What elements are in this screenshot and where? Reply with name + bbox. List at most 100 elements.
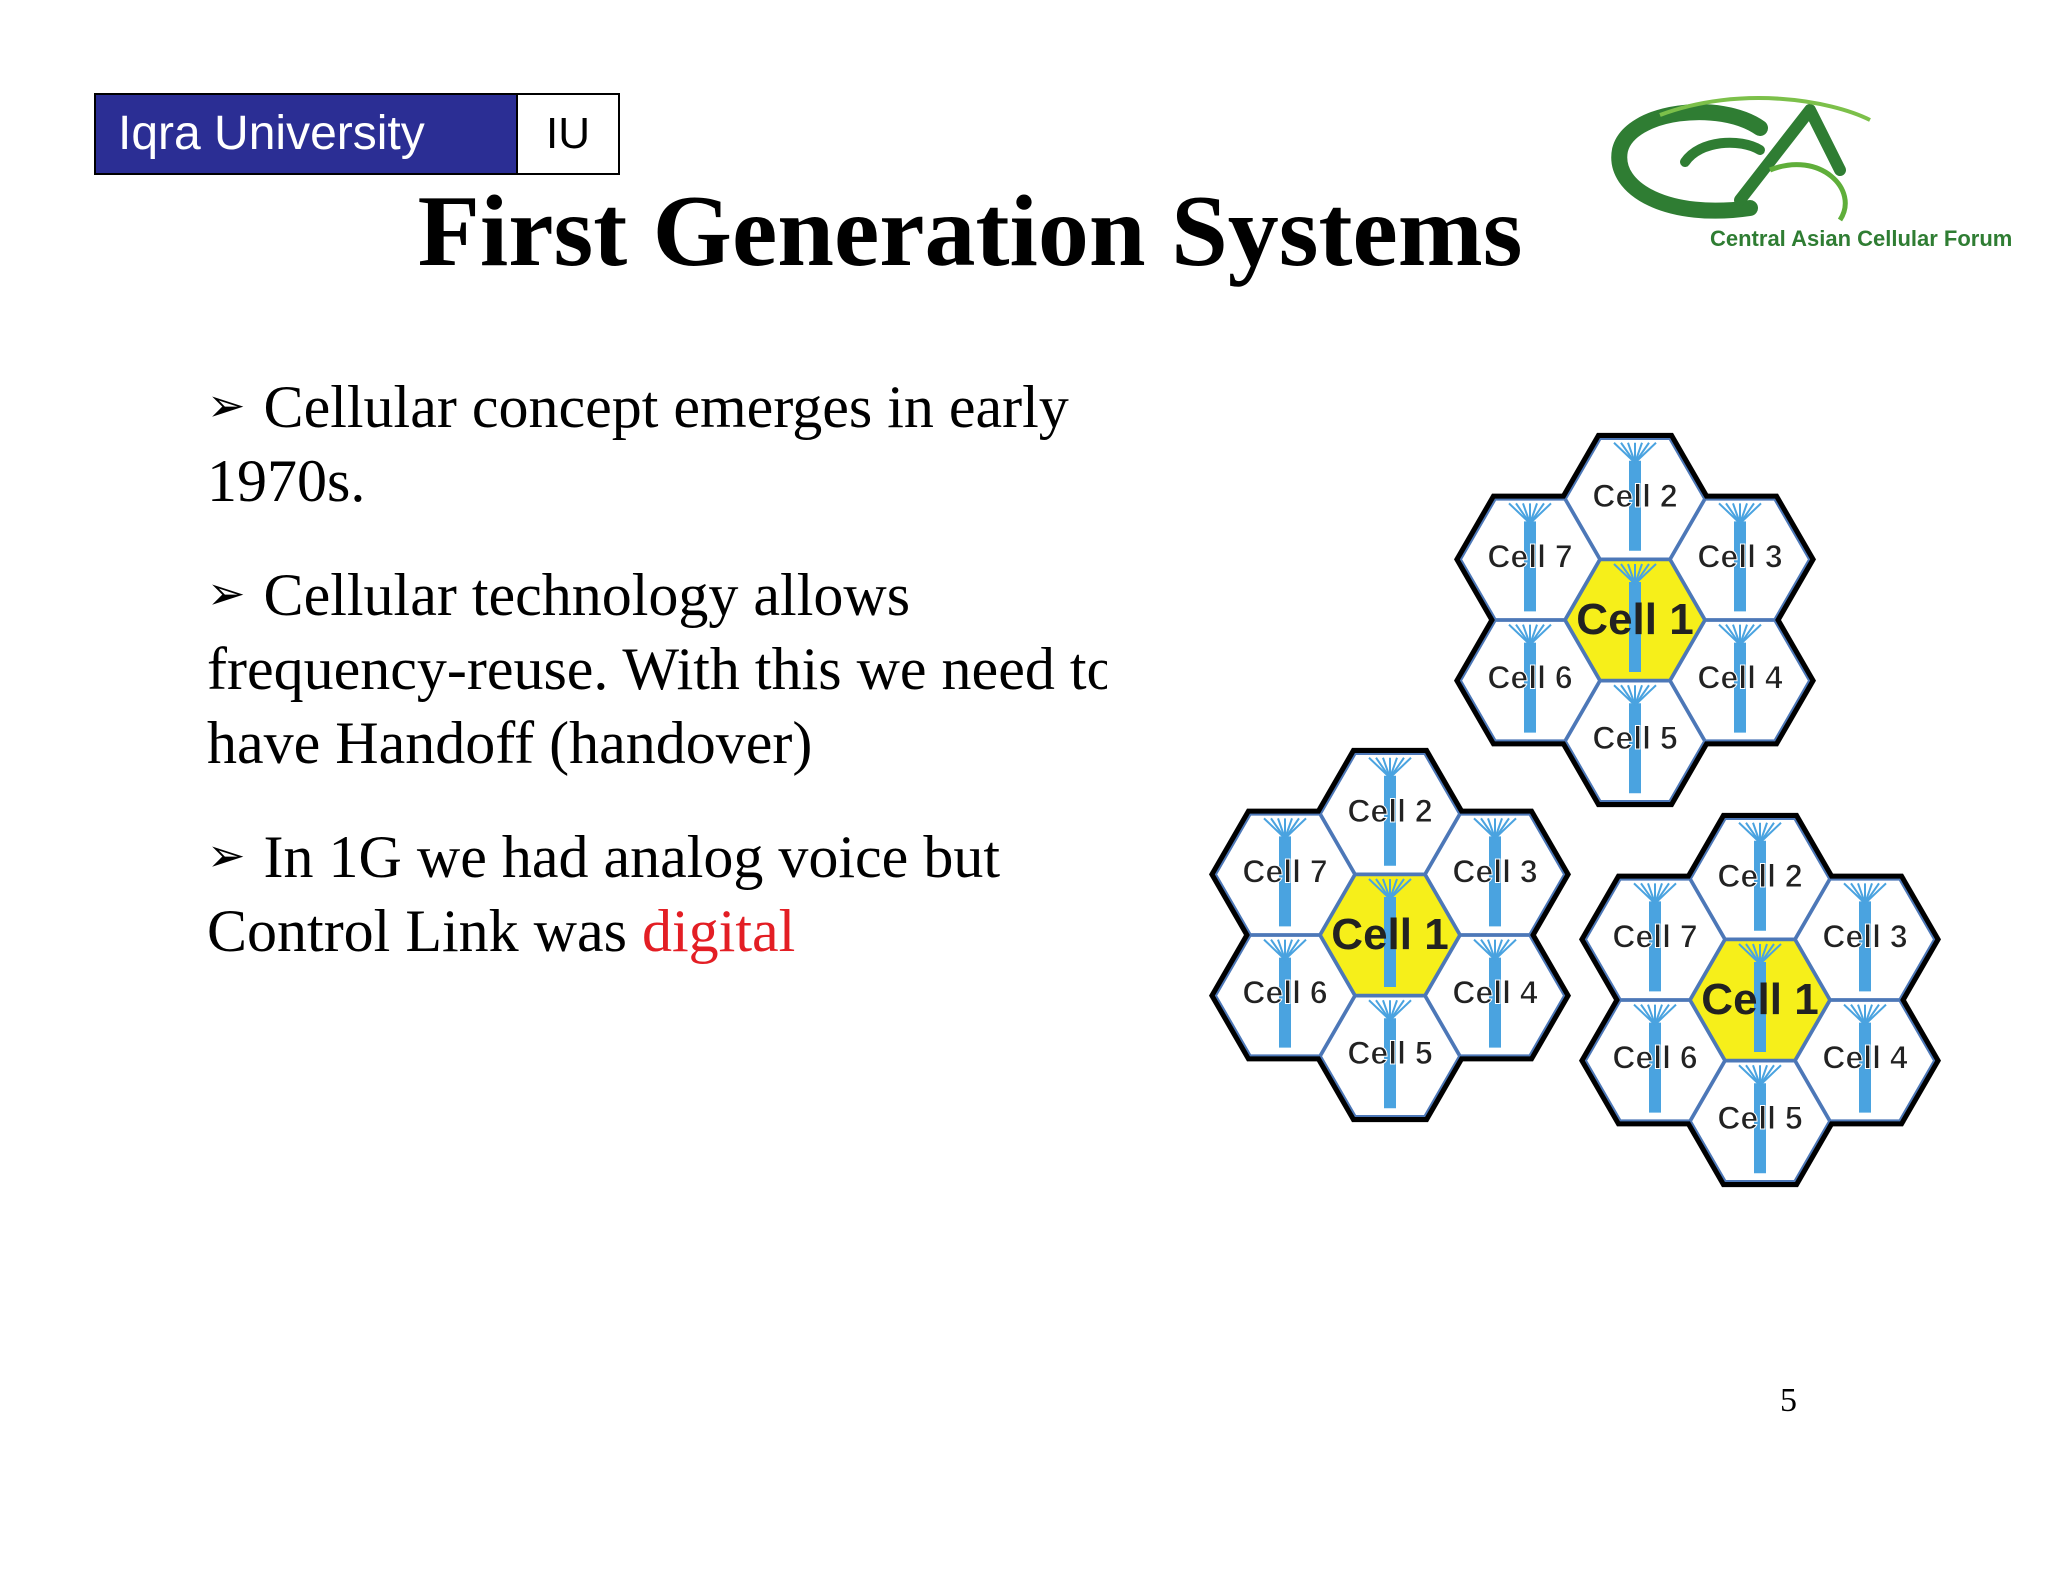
- cell-label: Cell 2: [1592, 478, 1677, 514]
- antenna-signal-icon: [1857, 1004, 1866, 1025]
- cell-label: Cell 1: [1576, 595, 1693, 644]
- antenna-signal-icon: [1480, 817, 1496, 839]
- antenna-signal-icon: [1389, 757, 1412, 779]
- cell-hexagon: Cell 4: [1424, 934, 1566, 1057]
- antenna-signal-icon: [1752, 1064, 1761, 1086]
- bullet-line: Cellular technology allows: [263, 562, 911, 628]
- antenna-signal-icon: [1375, 878, 1391, 900]
- antenna-signal-icon: [1627, 442, 1636, 464]
- cell-label: Cell 2: [1347, 793, 1432, 829]
- antenna-tower-icon: [1649, 1022, 1661, 1113]
- highlight-word: digital: [641, 898, 796, 964]
- arrow-bullet-icon: ➢: [207, 378, 246, 432]
- antenna-tower-icon: [1384, 1018, 1396, 1109]
- antenna-signal-icon: [1487, 939, 1496, 960]
- antenna-tower-icon: [1754, 1083, 1766, 1174]
- logo-text: Central Asian Cellular Forum: [1710, 226, 2013, 251]
- antenna-signal-icon: [1759, 943, 1782, 965]
- bullet-line: 1970s.: [207, 448, 366, 514]
- cell-label: Cell 7: [1242, 853, 1327, 889]
- antenna-signal-icon: [1389, 878, 1412, 900]
- antenna-signal-icon: [1654, 882, 1677, 905]
- antenna-signal-icon: [1480, 939, 1496, 961]
- antenna-signal-icon: [1850, 1004, 1866, 1026]
- university-badge: Iqra University IU: [94, 93, 620, 175]
- antenna-signal-icon: [1640, 1004, 1656, 1026]
- antenna-signal-icon: [1759, 822, 1782, 844]
- cell-hexagon: Cell 6: [1459, 619, 1601, 742]
- antenna-tower-icon: [1279, 957, 1291, 1048]
- cell-label: Cell 7: [1487, 538, 1572, 574]
- antenna-signal-icon: [1375, 999, 1391, 1021]
- antenna-tower-icon: [1279, 836, 1291, 927]
- cell-hexagon: Cell 4: [1669, 619, 1811, 742]
- university-name: Iqra University: [96, 95, 518, 173]
- antenna-signal-icon: [1759, 1064, 1782, 1086]
- cell-label: Cell 3: [1452, 853, 1537, 889]
- antenna-signal-icon: [1277, 818, 1286, 839]
- cell-label: Cell 4: [1822, 1040, 1908, 1076]
- cell-hexagon: Cell 6: [1214, 934, 1356, 1057]
- antenna-signal-icon: [1515, 624, 1531, 646]
- antenna-signal-icon: [1745, 822, 1761, 844]
- antenna-signal-icon: [1375, 757, 1391, 779]
- cell-hexagon: Cell 3: [1424, 813, 1566, 936]
- antenna-signal-icon: [1634, 442, 1657, 464]
- antenna-signal-icon: [1389, 999, 1412, 1021]
- cell-hexagon: Cell 3: [1794, 878, 1936, 1001]
- cell-hexagon: Cell 5: [1689, 1060, 1831, 1182]
- cell-hexagon: Cell 7: [1214, 813, 1356, 936]
- antenna-signal-icon: [1752, 943, 1761, 965]
- antenna-tower-icon: [1629, 460, 1641, 551]
- antenna-signal-icon: [1382, 878, 1391, 900]
- antenna-signal-icon: [1522, 624, 1531, 645]
- cell-label: Cell 3: [1697, 538, 1782, 574]
- cell-hexagon: Cell 6: [1584, 999, 1726, 1122]
- antenna-signal-icon: [1277, 939, 1286, 960]
- antenna-tower-icon: [1859, 1022, 1871, 1113]
- cell-label: Cell 7: [1612, 918, 1697, 954]
- antenna-signal-icon: [1270, 939, 1286, 961]
- cell-hexagon: Cell 5: [1564, 680, 1706, 802]
- cell-label: Cell 1: [1331, 910, 1448, 959]
- antenna-tower-icon: [1489, 836, 1501, 927]
- antenna-signal-icon: [1284, 817, 1307, 840]
- antenna-signal-icon: [1725, 624, 1741, 646]
- bullet-line: have Handoff (handover): [207, 710, 813, 776]
- antenna-signal-icon: [1864, 1003, 1887, 1026]
- page-number: 5: [1780, 1382, 1797, 1419]
- cell-label: Cell 2: [1717, 858, 1802, 894]
- antenna-signal-icon: [1647, 1004, 1656, 1025]
- antenna-signal-icon: [1654, 1003, 1677, 1026]
- cell-hexagon: Cell 2: [1319, 753, 1461, 875]
- antenna-signal-icon: [1647, 883, 1656, 904]
- cell-label: Cell 3: [1822, 918, 1907, 954]
- antenna-tower-icon: [1734, 642, 1746, 733]
- antenna-signal-icon: [1745, 1064, 1761, 1086]
- antenna-signal-icon: [1382, 999, 1391, 1021]
- cell-label: Cell 4: [1697, 660, 1783, 696]
- antenna-signal-icon: [1620, 442, 1636, 464]
- cell-hexagon: Cell 2: [1564, 438, 1706, 560]
- antenna-signal-icon: [1487, 818, 1496, 839]
- antenna-signal-icon: [1620, 684, 1636, 706]
- antenna-signal-icon: [1529, 502, 1552, 525]
- cell-hexagon: Cell 7: [1584, 878, 1726, 1001]
- antenna-signal-icon: [1745, 943, 1761, 965]
- cell-hexagon: Cell 2: [1689, 818, 1831, 940]
- antenna-signal-icon: [1270, 817, 1286, 839]
- cell-label: Cell 4: [1452, 975, 1538, 1011]
- slide-title: First Generation Systems: [417, 175, 1523, 288]
- antenna-signal-icon: [1494, 817, 1517, 840]
- antenna-signal-icon: [1529, 623, 1552, 646]
- antenna-tower-icon: [1384, 897, 1396, 987]
- cell-label: Cell 5: [1717, 1100, 1802, 1136]
- cell-hexagon: Cell 1: [1319, 874, 1461, 996]
